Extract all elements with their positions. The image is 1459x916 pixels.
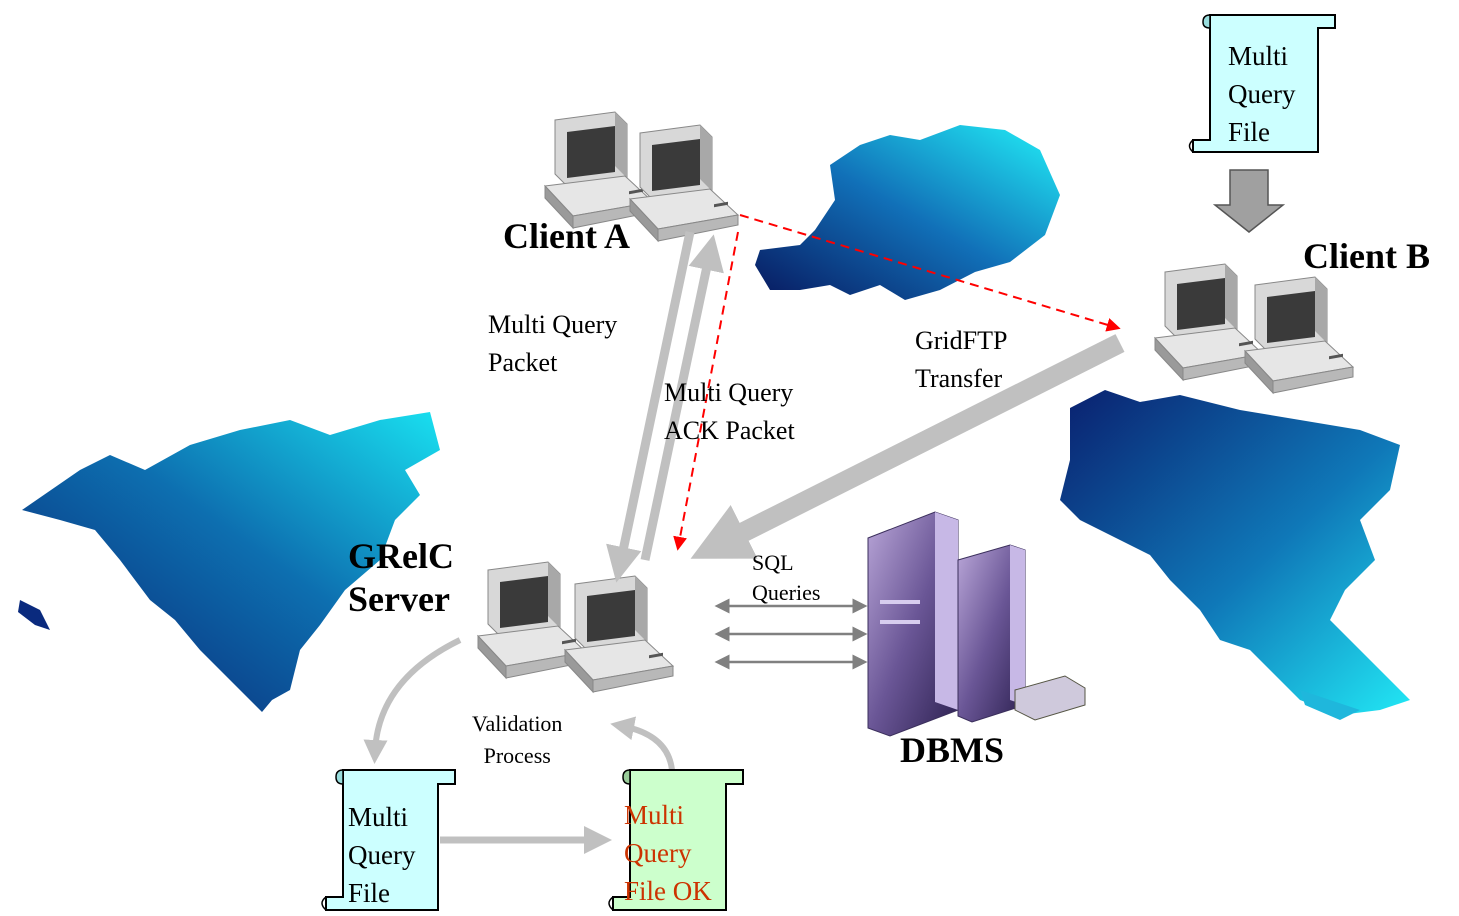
asia-map bbox=[1060, 390, 1410, 720]
multi-query-ack-arrow bbox=[640, 234, 724, 561]
sql-queries-arrows bbox=[714, 598, 868, 670]
top-file-line2: Query bbox=[1228, 79, 1296, 109]
client-a-to-server-dashed-arrow bbox=[673, 231, 739, 551]
download-arrow bbox=[1212, 169, 1286, 233]
grelc-server-label: GRelC Server bbox=[348, 535, 454, 621]
validated-file-line1: Multi bbox=[624, 800, 685, 830]
north-america-map bbox=[18, 412, 440, 712]
client-b-computer bbox=[1154, 263, 1354, 394]
multi-query-file-server-scroll bbox=[321, 769, 456, 911]
validated-file-line2: Query bbox=[624, 838, 692, 868]
europe-map bbox=[755, 125, 1060, 300]
client-a-to-client-b-dashed-arrow bbox=[739, 214, 1121, 332]
gridftp-transfer-line1: GridFTP bbox=[915, 326, 1008, 355]
multi-query-ack-line2: ACK Packet bbox=[664, 416, 795, 445]
multi-query-file-ok-scroll bbox=[608, 769, 744, 911]
server-file-text: Multi Query File bbox=[348, 798, 415, 912]
gridftp-transfer-line2: Transfer bbox=[915, 364, 1003, 393]
validated-file-text: Multi Query File OK bbox=[624, 796, 712, 910]
multi-query-packet-label: Multi Query Packet bbox=[488, 306, 617, 382]
client-a-label: Client A bbox=[503, 216, 631, 256]
validation-process-line2: Process bbox=[483, 743, 551, 768]
validation-return-arrow bbox=[610, 716, 675, 771]
server-to-file-arrow bbox=[363, 637, 462, 764]
multi-query-packet-line2: Packet bbox=[488, 348, 558, 377]
grelc-server-computer bbox=[477, 561, 674, 693]
server-file-line1: Multi bbox=[348, 802, 409, 832]
multi-query-packet-line1: Multi Query bbox=[488, 310, 618, 339]
multi-query-packet-arrow bbox=[606, 231, 695, 583]
top-file-line1: Multi bbox=[1228, 41, 1289, 71]
validated-file-line3: File OK bbox=[624, 876, 712, 906]
sql-queries-line1: SQL bbox=[752, 550, 794, 575]
gridftp-transfer-arrow bbox=[690, 334, 1125, 559]
validation-process-line1: Validation bbox=[472, 711, 563, 736]
server-file-line2: Query bbox=[348, 840, 416, 870]
sql-queries-label: SQL Queries bbox=[752, 548, 820, 608]
sql-queries-line2: Queries bbox=[752, 580, 821, 605]
multi-query-ack-label: Multi Query ACK Packet bbox=[664, 374, 795, 450]
server-file-line3: File bbox=[348, 878, 391, 908]
gridftp-transfer-label: GridFTP Transfer bbox=[915, 322, 1007, 398]
multi-query-file-top-scroll bbox=[1188, 14, 1336, 153]
multi-query-ack-line1: Multi Query bbox=[664, 378, 794, 407]
top-file-text: Multi Query File bbox=[1228, 37, 1295, 151]
dbms-server-icon bbox=[867, 511, 1086, 737]
client-b-label: Client B bbox=[1303, 236, 1431, 276]
dbms-label: DBMS bbox=[900, 730, 1005, 770]
grelc-server-line2: Server bbox=[348, 579, 450, 620]
top-file-line3: File bbox=[1228, 117, 1271, 147]
grelc-server-line1: GRelC bbox=[348, 536, 454, 576]
validation-process-label: Validation Process bbox=[472, 708, 562, 772]
